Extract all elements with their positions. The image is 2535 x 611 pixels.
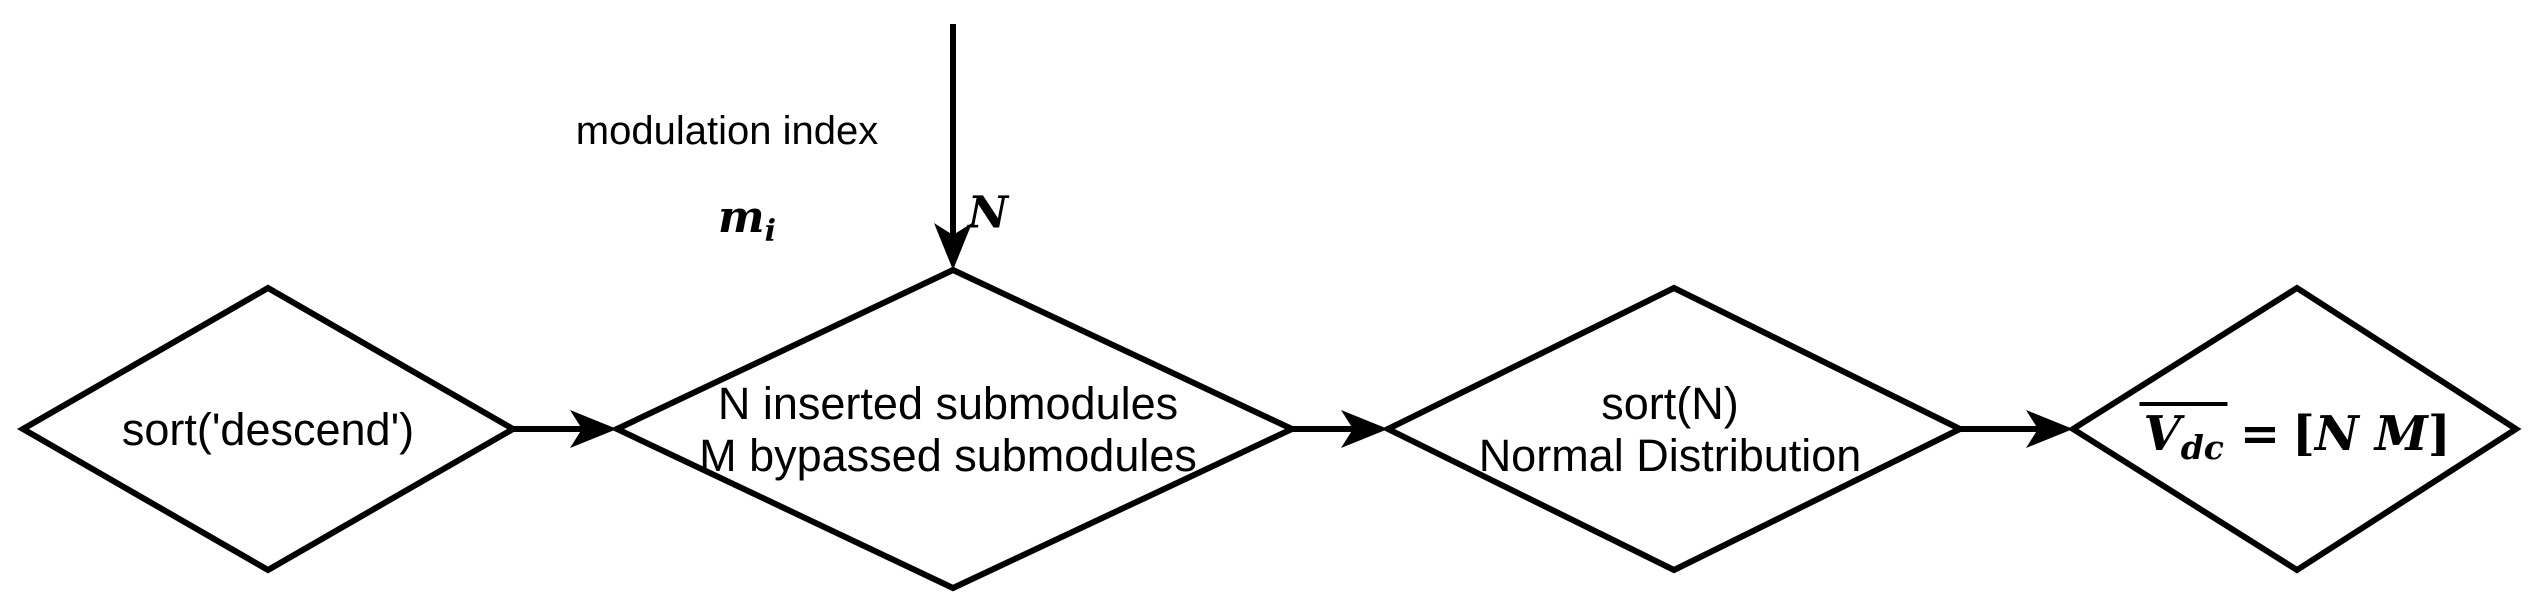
equals-sign: = xyxy=(2239,406,2281,462)
open-bracket: [ xyxy=(2292,406,2315,462)
sort-descend-line: sort('descend') xyxy=(121,404,415,455)
vector-m: M xyxy=(2374,406,2428,462)
diamond-sort-descend xyxy=(16,284,520,574)
sort-n-line: sort(N) xyxy=(1601,378,1739,429)
modulation-index-symbol: mi xyxy=(718,191,776,250)
close-bracket: ] xyxy=(2427,406,2451,462)
arrowhead xyxy=(1341,410,1388,448)
mi-base: m xyxy=(718,191,765,243)
arrowhead xyxy=(2026,410,2073,448)
modulation-index-label: modulation index xyxy=(575,109,879,153)
n-input-symbol: N xyxy=(967,187,1009,239)
sort-normal-distribution-label: sort(N) Normal Distribution xyxy=(1479,378,1862,482)
diamond-sort-normal-distribution xyxy=(1381,284,1967,574)
submodule-count-label: N inserted submodules M bypassed submodu… xyxy=(699,378,1197,482)
sort-descend-label: sort('descend') xyxy=(122,404,414,456)
diamond-submodule-count xyxy=(609,266,1300,592)
inserted-submodules-line: N inserted submodules xyxy=(717,378,1179,429)
mi-subscript: i xyxy=(764,213,776,249)
arrowhead xyxy=(570,410,617,448)
diamond-vdc-output xyxy=(2067,284,2522,574)
vdc-overline-group: Vdc xyxy=(2139,402,2228,467)
vector-n: N xyxy=(2314,406,2359,462)
vdc-output-formula: Vdc = [ N M ] xyxy=(2139,402,2451,467)
vdc-subscript: dc xyxy=(2180,428,2224,467)
vdc-base: V xyxy=(2143,406,2181,462)
normal-distribution-line: Normal Distribution xyxy=(1478,430,1862,481)
arrowhead xyxy=(934,223,972,270)
bypassed-submodules-line: M bypassed submodules xyxy=(699,430,1197,481)
